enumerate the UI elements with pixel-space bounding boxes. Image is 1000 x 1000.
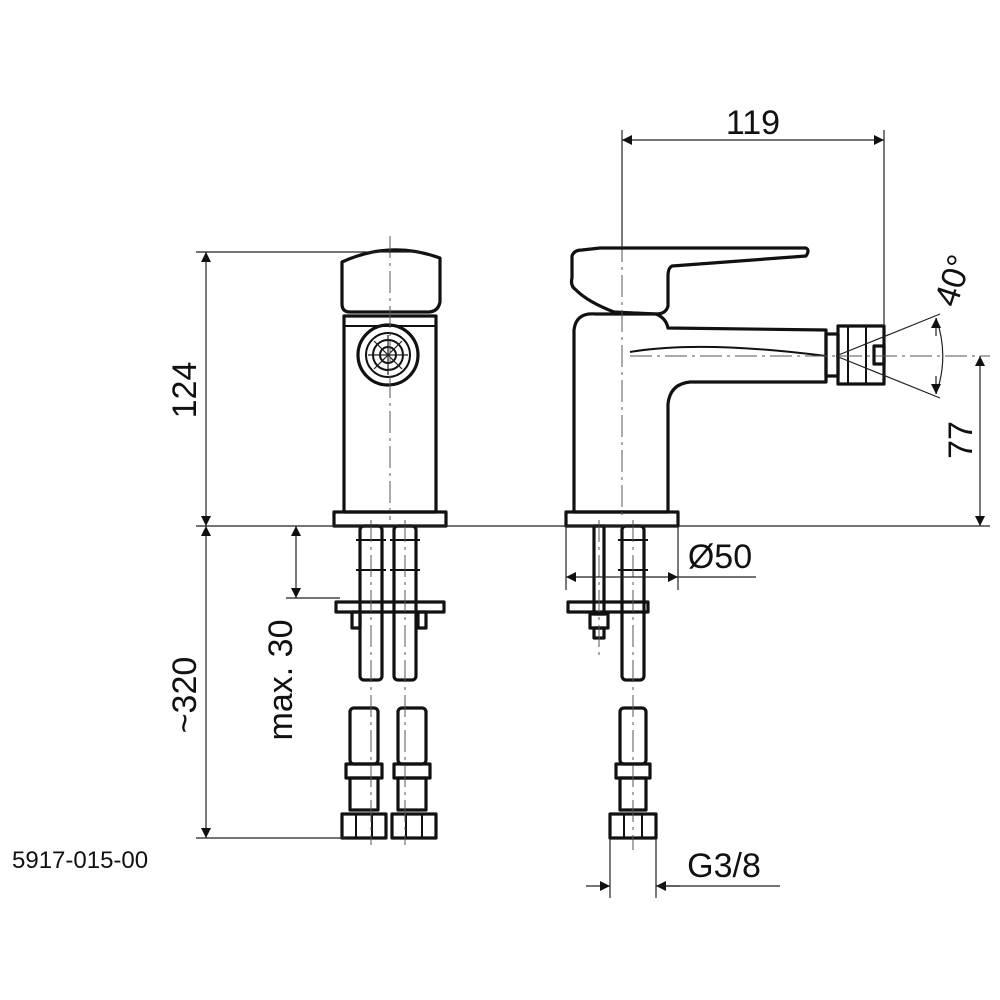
front-handle [340, 248, 442, 314]
front-view [332, 236, 448, 845]
dimension-lines [196, 130, 990, 898]
front-hoses-lower [340, 706, 438, 840]
side-body [572, 312, 828, 514]
aerator-nozzle [356, 323, 420, 387]
front-mounting-bracket [334, 600, 446, 630]
dim-angle-label: 40° [928, 250, 980, 311]
part-number-label: 5917-015-00 [12, 847, 148, 874]
dim-max-deck-label: max. 30 [262, 620, 300, 741]
dim-thread-label: G3/8 [687, 847, 761, 885]
dim-spout-height-label: 77 [942, 421, 980, 459]
dim-base-diameter-label: Ø50 [688, 538, 752, 576]
hex-nut-right [390, 812, 438, 840]
side-view [564, 240, 990, 850]
side-lever [569, 246, 810, 316]
dim-width-label: 119 [726, 104, 780, 142]
dim-height-label: 124 [166, 362, 204, 419]
hex-nut-left [340, 812, 388, 840]
side-swivel-nozzle [824, 324, 886, 386]
side-mounting-bracket [566, 600, 650, 614]
dim-hose-length-label: ~320 [166, 657, 204, 734]
